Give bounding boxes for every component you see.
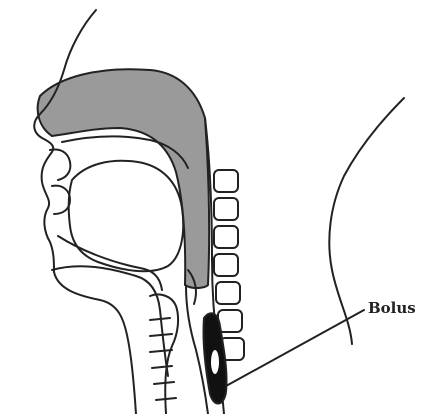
bolus-highlight xyxy=(211,350,219,374)
tongue xyxy=(69,161,184,271)
vertebra xyxy=(214,198,238,220)
upper-teeth xyxy=(50,150,70,181)
vertebra xyxy=(214,170,238,192)
jaw-line xyxy=(52,266,168,376)
lower-teeth xyxy=(52,186,70,214)
bolus-leader-line xyxy=(226,310,364,386)
vertebra xyxy=(218,310,242,332)
vertebra xyxy=(216,282,240,304)
vertebra xyxy=(214,254,238,276)
bolus-label: Bolus xyxy=(368,299,416,317)
vertebra xyxy=(214,226,238,248)
